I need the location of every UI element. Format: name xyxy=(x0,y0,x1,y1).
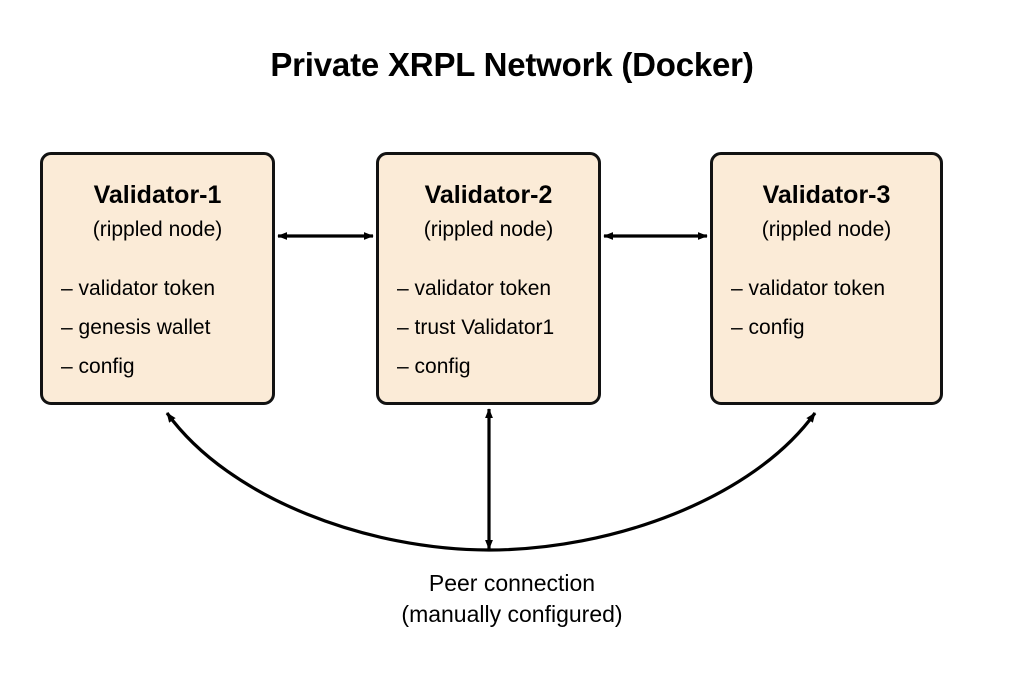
connector-peer-bus-validator1 xyxy=(165,412,490,552)
node-validator-1-title: Validator-1 xyxy=(93,181,222,209)
connector-peer-bus-validator3 xyxy=(488,412,817,552)
node-validator-1-subtitle: (rippled node) xyxy=(92,218,223,241)
node-validator-1[interactable]: Validator-1 (rippled node) – validator t… xyxy=(40,152,275,405)
node-validator-2[interactable]: Validator-2 (rippled node) – validator t… xyxy=(376,152,601,405)
node-validator-1-bullets: – validator token – genesis wallet – con… xyxy=(61,269,264,386)
node-validator-2-subtitle: (rippled node) xyxy=(423,218,554,241)
bullet-item: – validator token xyxy=(731,277,886,300)
node-validator-3-title: Validator-3 xyxy=(762,181,891,209)
node-validator-2-bullets: – validator token – trust Validator1 – c… xyxy=(397,269,590,386)
bullet-item: – config xyxy=(397,355,471,378)
bullet-item: – validator token xyxy=(61,277,216,300)
node-validator-3-subtitle: (rippled node) xyxy=(761,218,892,241)
bullet-item: – config xyxy=(731,316,805,339)
node-validator-2-title: Validator-2 xyxy=(424,181,553,209)
node-validator-3-bullets: – validator token – config xyxy=(731,269,932,347)
peer-connection-caption: Peer connection (manually configured) xyxy=(0,568,1024,630)
node-validator-3[interactable]: Validator-3 (rippled node) – validator t… xyxy=(710,152,943,405)
peer-connection-caption-line1: Peer connection xyxy=(428,570,596,596)
peer-connection-caption-line2: (manually configured) xyxy=(401,601,623,627)
bullet-item: – genesis wallet xyxy=(61,316,211,339)
bullet-item: – config xyxy=(61,355,135,378)
page-title: Private XRPL Network (Docker) xyxy=(270,46,754,83)
bullet-item: – trust Validator1 xyxy=(397,316,555,339)
bullet-item: – validator token xyxy=(397,277,552,300)
